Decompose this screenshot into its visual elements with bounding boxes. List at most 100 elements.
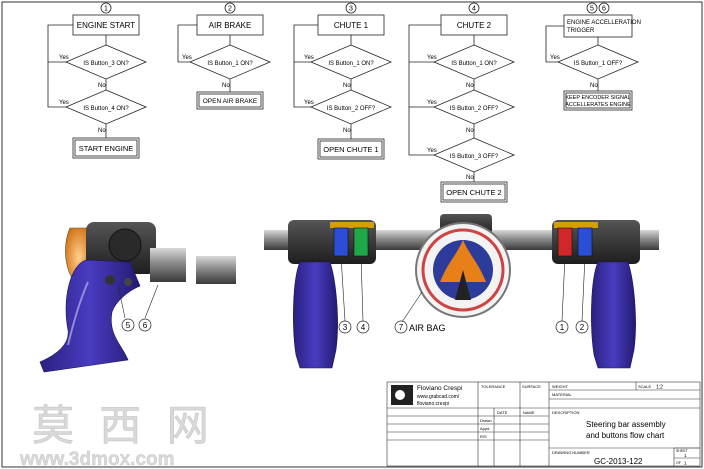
button-3: [333, 227, 349, 257]
flow2-action: OPEN AIR BRAKE: [203, 98, 258, 105]
flowchart-engine-start: [47, 2, 148, 159]
flow5-no-1: No: [590, 83, 598, 89]
callout-3: [338, 320, 352, 334]
flow3-no-1: No: [343, 83, 351, 89]
scale-value: 1:2: [656, 385, 663, 391]
callout-5-label: 5: [126, 321, 131, 330]
flow5-number-a: 5: [590, 6, 594, 13]
flow3-question-1: IS Button_1 ON?: [328, 61, 374, 67]
drawing-number: GC-2013-122: [594, 457, 643, 466]
left-grip: [293, 261, 338, 369]
side-bar-cut: [196, 256, 236, 284]
flow2-no-1: No: [222, 83, 230, 89]
flow3-yes-1: Yes: [304, 55, 314, 61]
author-handle: floviano.crespi: [417, 401, 449, 407]
of-label: OF: [676, 461, 681, 465]
rev-label: R/S: [480, 434, 487, 439]
flowchart-air-brake: [177, 2, 272, 110]
callout-2: [575, 320, 589, 334]
drawing-number-label: DRAWING NUMBER: [552, 450, 590, 455]
description-line1: Steering bar assembly: [586, 420, 666, 429]
flow4-question-2: IS Button_2 OFF?: [450, 106, 499, 112]
appd-label: Appd.: [480, 426, 490, 431]
flow1-yes-1: Yes: [59, 55, 69, 61]
flow4-no-1: No: [466, 83, 474, 89]
flow1-question-1: IS Button_3 ON?: [83, 61, 129, 67]
right-housing: [552, 220, 640, 264]
callout-3-label: 3: [343, 323, 348, 332]
flow5-action-line2: ACCELLERATES ENGINE: [565, 102, 631, 108]
flow1-title: ENGINE START: [77, 21, 135, 30]
title-block: [386, 381, 701, 467]
watermark-url: www.3dmox.com: [19, 449, 175, 469]
author-name: Floviano Crespi: [417, 385, 462, 392]
date-label: DATE: [497, 410, 508, 415]
callout-4-label: 4: [361, 323, 366, 332]
surface-label: SURFACE: [522, 384, 541, 389]
description-line2: and buttons flow chart: [586, 431, 665, 440]
flow3-action: OPEN CHUTE 1: [323, 145, 378, 154]
tolerance-label: TOLERANCE: [481, 384, 506, 389]
flow4-no-3: No: [466, 175, 474, 181]
callout-4: [356, 320, 370, 334]
button-2: [577, 227, 593, 257]
flow4-no-2: No: [466, 128, 474, 134]
flow4-yes-2: Yes: [427, 100, 437, 106]
flow2-number: 2: [228, 6, 232, 13]
flow5-question-1: IS Button_1 OFF?: [574, 61, 623, 67]
flow4-action: OPEN CHUTE 2: [446, 188, 501, 197]
airbag-label: AIR BAG: [409, 323, 446, 333]
flowchart-chute-2: [408, 2, 516, 203]
drawn-label: Drawn: [480, 418, 492, 423]
side-handle-illustration: [39, 222, 236, 373]
of-value: 1: [684, 461, 687, 466]
sheet-label: SHEET: [676, 449, 689, 453]
button-4: [353, 227, 369, 257]
flow1-no-2: No: [98, 128, 106, 134]
flow3-title: CHUTE 1: [334, 21, 369, 30]
callout-7-label: 7: [399, 323, 404, 332]
callout-6: [138, 318, 152, 332]
flow1-yes-2: Yes: [59, 100, 69, 106]
side-grip: [39, 259, 141, 373]
button-1: [557, 227, 573, 257]
side-bar: [150, 248, 186, 282]
flowchart-engine-acceleration: [545, 2, 640, 111]
flow5-title-line1: ENGINE ACCELLERATION: [567, 20, 641, 26]
flow2-yes-1: Yes: [182, 55, 192, 61]
flow1-action: START ENGINE: [79, 144, 134, 153]
callout-6-label: 6: [143, 321, 148, 330]
watermark-chinese: 莫 西 网: [32, 401, 215, 450]
right-grip: [591, 261, 636, 369]
author-site: www.grabcad.com/: [417, 394, 460, 400]
flow5-action-line1: KEEP ENCODER SIGNAL: [565, 95, 630, 101]
flow4-title: CHUTE 2: [457, 21, 492, 30]
flow4-question-1: IS Button_1 ON?: [451, 61, 497, 67]
flow1-number: 1: [104, 6, 108, 13]
scale-label: SCALE: [638, 384, 651, 389]
callout-1: [555, 320, 569, 334]
flow3-question-2: IS Button_2 OFF?: [327, 106, 376, 112]
material-label: MATERIAL: [552, 392, 572, 397]
sheet-value: 1: [684, 453, 687, 458]
callout-7: [394, 320, 408, 334]
flow1-no-1: No: [98, 83, 106, 89]
flow1-question-2: IS Button_4 ON?: [83, 106, 129, 112]
flow4-number: 4: [472, 6, 476, 13]
description-label: DESCRIPTION: [552, 410, 579, 415]
flow5-number-b: 6: [602, 6, 606, 13]
flow4-question-3: IS Button_3 OFF?: [450, 154, 499, 160]
flow2-title: AIR BRAKE: [209, 21, 252, 30]
flow4-yes-1: Yes: [427, 55, 437, 61]
flow4-yes-3: Yes: [427, 148, 437, 154]
flow5-yes-1: Yes: [550, 55, 560, 61]
name-label: NAME: [523, 410, 535, 415]
flow3-number: 3: [349, 6, 353, 13]
weight-label: WEIGHT: [552, 384, 569, 389]
callout-1-label: 1: [560, 323, 565, 332]
flow5-title-line2: TRIGGER: [567, 28, 595, 34]
callout-2-label: 2: [580, 323, 585, 332]
flow3-yes-2: Yes: [304, 100, 314, 106]
